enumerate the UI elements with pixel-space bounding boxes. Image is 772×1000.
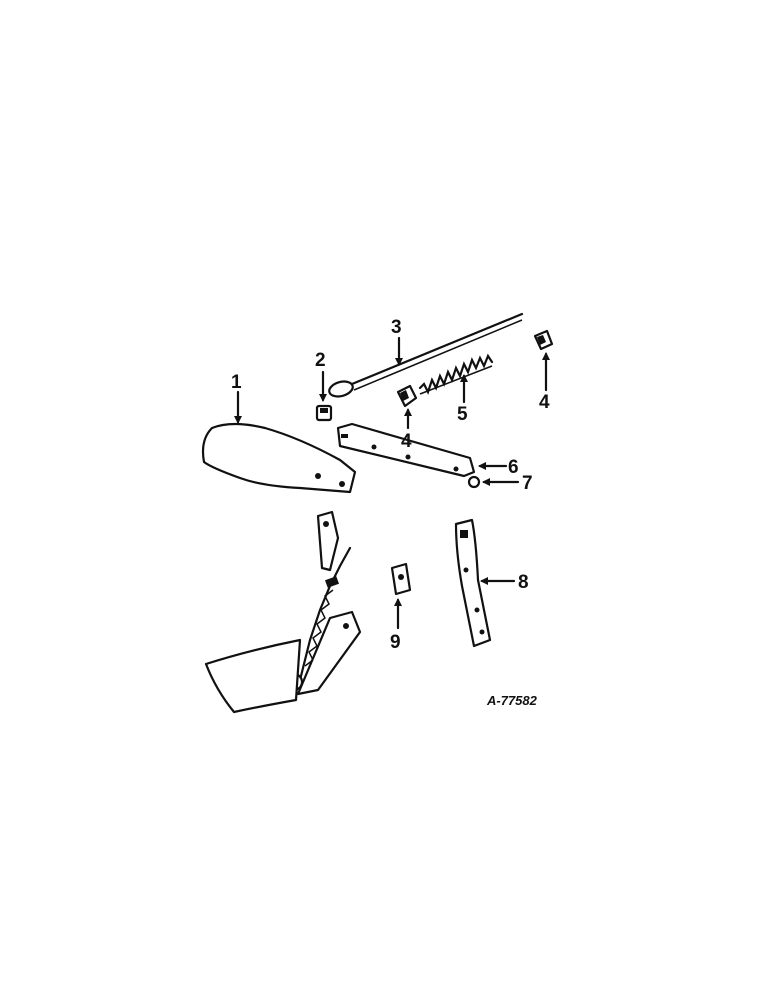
callout-7: 7 bbox=[522, 473, 533, 494]
washer-part bbox=[467, 475, 481, 489]
callout-1: 1 bbox=[231, 372, 242, 393]
spring-part bbox=[418, 353, 494, 395]
nut-part-left bbox=[396, 384, 418, 408]
flat-bar-part bbox=[336, 422, 476, 478]
nut-part-right bbox=[533, 329, 554, 351]
callout-leaders bbox=[234, 336, 550, 630]
callout-labels: 1 2 3 4 4 5 6 7 8 9 bbox=[231, 317, 550, 653]
figure-reference-number: A-77582 bbox=[486, 693, 538, 708]
callout-3: 3 bbox=[391, 317, 402, 338]
strap-part bbox=[454, 518, 492, 648]
callout-2: 2 bbox=[315, 350, 326, 371]
assembled-shovel-unit bbox=[204, 510, 362, 714]
callout-4-left: 4 bbox=[401, 431, 412, 452]
callout-8: 8 bbox=[518, 572, 529, 593]
clip-part bbox=[390, 562, 412, 596]
bolt-part bbox=[315, 404, 333, 422]
eye-rod-part bbox=[328, 312, 524, 398]
callout-4-right: 4 bbox=[539, 392, 550, 413]
shovel-blade-part bbox=[201, 422, 357, 494]
callout-5: 5 bbox=[457, 404, 468, 425]
callout-9: 9 bbox=[390, 632, 401, 653]
callout-6: 6 bbox=[508, 457, 519, 478]
